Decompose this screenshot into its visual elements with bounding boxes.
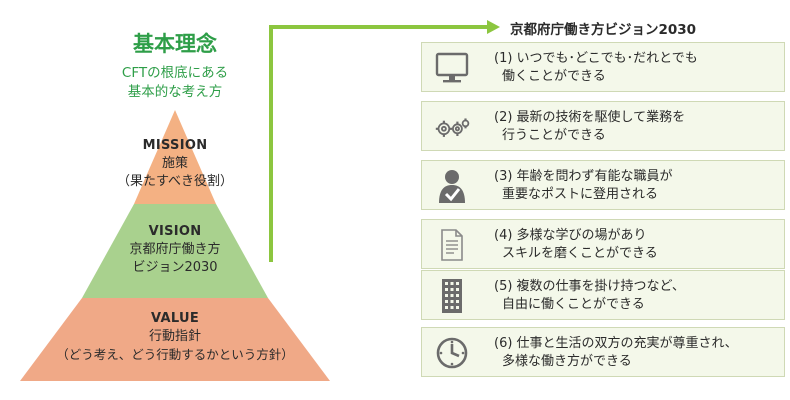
philosophy-subtitle: CFTの根底にある 基本的な考え方 bbox=[60, 64, 290, 102]
pyramid-value-tier bbox=[20, 298, 330, 381]
vision-item-3: (3) 年齢を問わず有能な職員が 重要なポストに登用される bbox=[421, 160, 785, 210]
building-icon bbox=[434, 279, 470, 313]
person-check-icon bbox=[434, 169, 470, 203]
vision-item-2: (2) 最新の技術を駆使して業務を 行うことができる bbox=[421, 101, 785, 151]
monitor-icon bbox=[434, 51, 470, 85]
gears-icon bbox=[434, 110, 470, 144]
vision-head: VISION bbox=[148, 224, 202, 239]
vision-item-5-line1: (5) 複数の仕事を掛け持つなど、 bbox=[494, 279, 685, 294]
vision-item-3-line1: (3) 年齢を問わず有能な職員が bbox=[494, 169, 673, 184]
philosophy-subtitle-line2: 基本的な考え方 bbox=[127, 84, 223, 100]
document-icon bbox=[434, 228, 470, 262]
pyramid-vision-tier bbox=[82, 204, 268, 298]
vision-item-1: (1) いつでも･どこでも･だれとでも 働くことができる bbox=[421, 42, 785, 92]
philosophy-header: 基本理念 CFTの根底にある 基本的な考え方 bbox=[60, 30, 290, 102]
connector-arrow-line bbox=[269, 25, 488, 262]
value-head: VALUE bbox=[151, 311, 199, 326]
vision-title: 京都府庁働き方ビジョン2030 bbox=[510, 22, 697, 38]
vision-item-1-line1: (1) いつでも･どこでも･だれとでも bbox=[494, 51, 698, 66]
clock-icon bbox=[434, 336, 470, 370]
mission-line1: 施策 bbox=[161, 156, 188, 171]
philosophy-title: 基本理念 bbox=[133, 32, 217, 56]
vision-item-3-line2: 重要なポストに登用される bbox=[502, 187, 659, 202]
vision-item-5-line2: 自由に働くことができる bbox=[502, 297, 645, 312]
vision-item-6: (6) 仕事と生活の双方の充実が尊重され、 多様な働き方ができる bbox=[421, 327, 785, 377]
vision-item-4-line1: (4) 多様な学びの場があり bbox=[494, 228, 647, 243]
connector-arrow-head bbox=[487, 20, 500, 34]
mission-line2: （果たすべき役割） bbox=[116, 174, 234, 189]
vision-item-4: (4) 多様な学びの場があり スキルを磨くことができる bbox=[421, 219, 785, 269]
mission-tier-text: MISSION 施策 （果たすべき役割） bbox=[95, 137, 255, 191]
philosophy-subtitle-line1: CFTの根底にある bbox=[121, 65, 229, 81]
value-line2: （どう考え、どう行動するかという方針） bbox=[56, 347, 294, 362]
vision-item-4-line2: スキルを磨くことができる bbox=[502, 246, 658, 261]
pyramid-mission-tier bbox=[134, 110, 216, 204]
vision-tier-text: VISION 京都府庁働き方 ビジョン2030 bbox=[85, 223, 265, 277]
mission-head: MISSION bbox=[142, 138, 208, 153]
vision-item-2-line2: 行うことができる bbox=[502, 128, 606, 143]
vision-line2: ビジョン2030 bbox=[132, 260, 218, 275]
value-line1: 行動指針 bbox=[148, 329, 201, 344]
vision-item-5: (5) 複数の仕事を掛け持つなど、 自由に働くことができる bbox=[421, 270, 785, 320]
vision-item-6-line2: 多様な働き方ができる bbox=[502, 354, 632, 369]
vision-line1: 京都府庁働き方 bbox=[129, 242, 221, 257]
value-tier-text: VALUE 行動指針 （どう考え、どう行動するかという方針） bbox=[20, 310, 330, 364]
vision-item-2-line1: (2) 最新の技術を駆使して業務を bbox=[494, 110, 686, 125]
vision-item-1-line2: 働くことができる bbox=[502, 69, 606, 84]
vision-item-6-line1: (6) 仕事と生活の双方の充実が尊重され、 bbox=[494, 336, 738, 351]
